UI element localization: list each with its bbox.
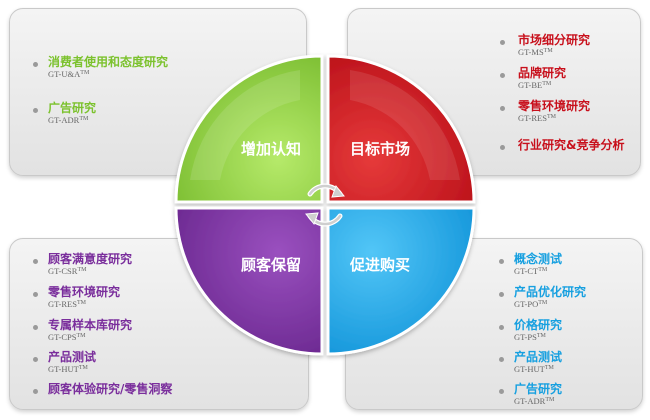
bullet-icon <box>500 40 505 45</box>
list-item: 广告研究 GT-ADRTM <box>514 382 563 406</box>
list-item: 零售环境研究 GT-RESTM <box>518 99 591 123</box>
bullet-icon <box>500 145 505 150</box>
list-item: 产品优化研究 GT-POTM <box>514 285 587 309</box>
quadrant-purchase <box>326 206 476 356</box>
bullet-icon <box>499 292 504 297</box>
gloss-highlight <box>350 70 460 180</box>
bullet-icon <box>499 259 504 264</box>
list-item: 品牌研究 GT-BETM <box>518 66 567 90</box>
list-item: 消费者使用和态度研究 GT-U&ATM <box>48 55 169 79</box>
gloss-highlight <box>190 70 300 180</box>
quadrant-label-awareness: 增加认知 <box>241 140 301 158</box>
list-item: 行业研究&竞争分析 <box>518 138 625 152</box>
list-item: 专属样本库研究 GT-CPSTM <box>48 318 133 342</box>
quadrant-target-market <box>326 54 476 204</box>
cycle-arrows-icon <box>305 183 345 227</box>
quadrant-label-target-market: 目标市场 <box>350 140 410 158</box>
quadrant-awareness <box>174 54 324 204</box>
list-item: 概念测试 GT-CTTM <box>514 252 563 276</box>
quadrant-retention <box>174 206 324 356</box>
bullet-icon <box>33 259 38 264</box>
bullet-icon <box>499 389 504 394</box>
list-item: 广告研究 GT-ADRTM <box>48 101 97 125</box>
list-item: 顾客体验研究/零售洞察 <box>48 382 173 396</box>
bullet-icon <box>500 73 505 78</box>
list-item: 价格研究 GT-PSTM <box>514 318 563 342</box>
list-item: 顾客满意度研究 GT-CSRTM <box>48 252 133 276</box>
list-item: 市场细分研究 GT-MSTM <box>518 33 591 57</box>
bullet-icon <box>33 108 38 113</box>
bullet-icon <box>33 357 38 362</box>
list-item: 产品测试 GT-HUTTM <box>514 350 563 374</box>
bullet-icon <box>499 325 504 330</box>
quadrant-label-purchase: 促进购买 <box>349 256 410 274</box>
bullet-icon <box>33 389 38 394</box>
bullet-icon <box>33 292 38 297</box>
quadrant-label-retention: 顾客保留 <box>241 256 301 274</box>
list-item: 产品测试 GT-HUTTM <box>48 350 97 374</box>
bullet-icon <box>499 357 504 362</box>
quadrant-wheel: 增加认知 目标市场 顾客保留 促进购买 <box>174 54 476 356</box>
bullet-icon <box>33 62 38 67</box>
bullet-icon <box>33 325 38 330</box>
list-item: 零售环境研究 GT-RESTM <box>48 285 121 309</box>
bullet-icon <box>500 106 505 111</box>
